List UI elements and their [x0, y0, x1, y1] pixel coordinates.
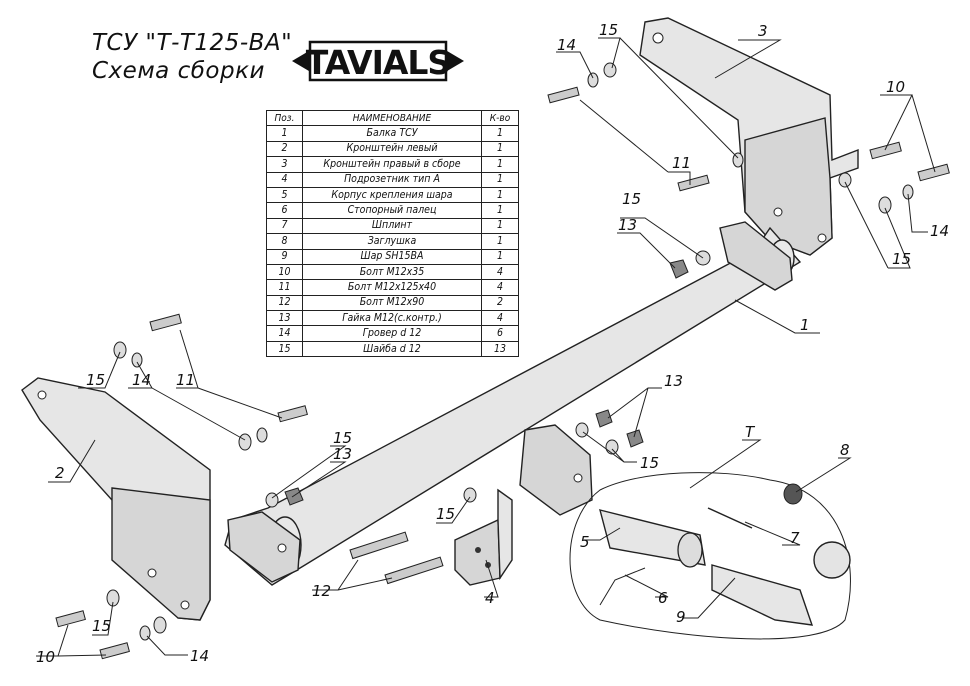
qty-cell: 4: [481, 263, 519, 281]
callout-15: 15: [640, 454, 659, 472]
callout-9: 9: [676, 608, 686, 626]
qty-cell: 6: [481, 325, 519, 342]
pos-cell: 10: [266, 263, 303, 281]
callout-13: 13: [664, 372, 683, 390]
qty-cell: 4: [481, 310, 519, 327]
callout-labels: 14 15 3 11 15 13 10 14 15 1 15 14 11 2 1…: [36, 21, 949, 666]
callout-15: 15: [86, 371, 105, 389]
pos-cell: 15: [266, 340, 303, 358]
callout-15: 15: [436, 505, 455, 523]
callout-10: 10: [36, 648, 55, 666]
callout-7: 7: [790, 529, 800, 547]
pos-cell: 9: [266, 248, 303, 265]
callout-14: 14: [132, 371, 151, 389]
cotter-pin-part-7: [707, 507, 753, 529]
col-name-header: НАИМЕНОВАНИЕ: [302, 109, 482, 127]
callout-4: 4: [485, 589, 495, 607]
callout-11: 11: [176, 371, 195, 389]
name-cell: Гайка М12(с.контр.): [302, 310, 482, 327]
svg-text:TAVIALS: TAVIALS: [306, 43, 450, 82]
name-cell: Болт М12х125х40: [302, 279, 482, 296]
qty-cell: 2: [481, 294, 519, 312]
lock-pin-part-6: [599, 567, 646, 606]
col-pos-header: Поз.: [266, 109, 303, 127]
name-cell: Гровер d 12: [302, 325, 482, 342]
beam-part-1: [224, 221, 802, 586]
tavials-logo: TAVIALS: [292, 40, 464, 82]
callout-13: 13: [618, 216, 637, 234]
callout-15: 15: [599, 21, 618, 39]
callout-10: 10: [886, 78, 905, 96]
callout-11: 11: [672, 154, 691, 172]
drawing-subtitle: Схема сборки: [92, 58, 265, 84]
callout-1: 1: [800, 316, 810, 334]
callout-2: 2: [55, 464, 65, 482]
callout-5: 5: [580, 533, 590, 551]
socket-plate-part-4: [454, 488, 513, 586]
drawing-title: ТСУ "Т-Т125-ВА": [92, 30, 293, 56]
callout-12: 12: [312, 582, 331, 600]
parts-table-header: Поз. НАИМЕНОВАНИЕ К-во: [266, 109, 519, 127]
qty-cell: 1: [481, 248, 519, 265]
callout-15: 15: [892, 250, 911, 268]
callout-14: 14: [190, 647, 209, 665]
right-bracket-part-3: [639, 17, 859, 256]
name-cell: Шар SH15BA: [302, 248, 482, 265]
callout-6: 6: [658, 589, 668, 607]
callout-14: 14: [930, 222, 949, 240]
callout-15: 15: [92, 617, 111, 635]
plug-cap-part-8: [783, 483, 803, 505]
callout-T: T: [745, 423, 756, 441]
col-qty-header: К-во: [481, 109, 519, 127]
callout-14: 14: [557, 36, 576, 54]
callout-15: 15: [333, 429, 352, 447]
qty-cell: 1: [481, 125, 519, 142]
callout-3: 3: [758, 22, 768, 40]
qty-cell: 4: [481, 279, 519, 296]
leader-lines: [36, 37, 936, 657]
callout-8: 8: [840, 441, 850, 459]
callout-15: 15: [622, 190, 641, 208]
qty-cell: 13: [481, 340, 519, 358]
pos-cell: 14: [266, 325, 303, 342]
name-cell: Болт М12х90: [302, 294, 482, 312]
hardware: [55, 62, 950, 660]
pos-cell: 13: [266, 310, 303, 327]
left-bracket-part-2: [21, 377, 211, 621]
tow-ball-part-9: [711, 564, 814, 626]
tow-ball-kit: [569, 472, 851, 640]
callout-13: 13: [333, 445, 352, 463]
